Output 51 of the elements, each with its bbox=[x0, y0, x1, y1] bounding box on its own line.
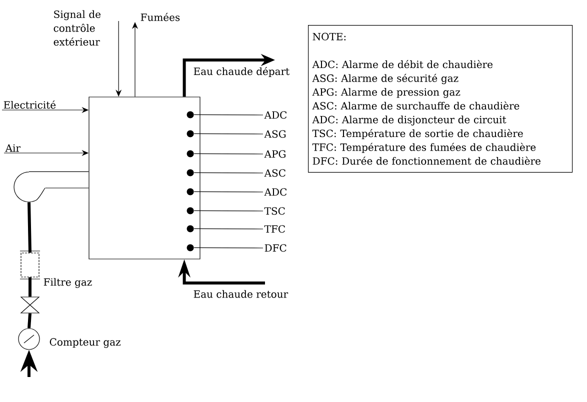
abbreviation-definition: APG: Alarme de pression gaz bbox=[312, 88, 460, 98]
flow-label: Electricité bbox=[4, 100, 56, 109]
signal-line bbox=[194, 228, 264, 230]
signal-line bbox=[194, 114, 264, 116]
signal-label: DFC bbox=[264, 244, 286, 252]
abbreviation-definition: ADC: Alarme de disjoncteur de circuit bbox=[312, 116, 506, 126]
connection-dot bbox=[186, 188, 194, 196]
signal-label: APG bbox=[264, 150, 286, 158]
signal-label: TFC bbox=[264, 225, 285, 233]
abbreviation-definition: TSC: Température de sortie de chaudière bbox=[312, 129, 523, 140]
signal-label: ASG bbox=[264, 130, 286, 138]
signal-line bbox=[194, 247, 264, 248]
signal-line bbox=[194, 210, 264, 212]
abbreviation-definition: TFC: Température des fumées de chaudière bbox=[312, 142, 536, 153]
gas-meter-symbol bbox=[18, 328, 40, 350]
signal-line bbox=[194, 172, 264, 174]
abbreviation-definition: DFC: Durée de fonctionnement de chaudière bbox=[312, 156, 540, 165]
connection-dot bbox=[186, 169, 194, 176]
connection-dot bbox=[186, 244, 194, 252]
valve-symbol bbox=[20, 296, 40, 314]
flow-label: Eau chaude retour bbox=[194, 290, 288, 298]
signal-label: ADC bbox=[264, 111, 287, 119]
component-label: Filtre gaz bbox=[44, 278, 92, 288]
signal-label: ASC bbox=[264, 169, 286, 177]
boiler-box bbox=[88, 96, 200, 260]
component-label: Compteur gaz bbox=[50, 338, 120, 348]
pipe bbox=[28, 277, 32, 297]
signal-label: TSC bbox=[264, 207, 285, 215]
signal-label: ADC bbox=[264, 188, 287, 196]
duct bbox=[28, 171, 89, 188]
abbreviation-definition: ASG: Alarme de sécurité gaz bbox=[312, 74, 458, 84]
connection-dot bbox=[186, 207, 194, 214]
signal-line bbox=[194, 191, 264, 192]
flow-label: Signal de contrôle extérieur bbox=[54, 10, 101, 46]
filter-symbol bbox=[20, 250, 40, 280]
blower-symbol bbox=[14, 172, 46, 202]
note-box bbox=[308, 25, 573, 173]
abbreviation-definition: ASC: Alarme de surchauffe de chaudière bbox=[312, 101, 520, 110]
note-heading: NOTE: bbox=[312, 32, 346, 40]
connection-dot bbox=[186, 225, 194, 232]
pipe bbox=[28, 313, 32, 328]
flow-label: Air bbox=[5, 144, 21, 152]
connection-dot bbox=[186, 150, 194, 158]
connection-dot bbox=[186, 111, 194, 118]
abbreviation-definition: ADC: Alarme de débit de chaudière bbox=[312, 60, 493, 68]
flow-label: Eau chaude départ bbox=[194, 66, 290, 78]
connection-dot bbox=[186, 130, 194, 138]
signal-line bbox=[194, 153, 264, 154]
pipe bbox=[28, 202, 32, 253]
flow-label: Fumées bbox=[140, 12, 180, 22]
signal-line bbox=[194, 133, 264, 134]
